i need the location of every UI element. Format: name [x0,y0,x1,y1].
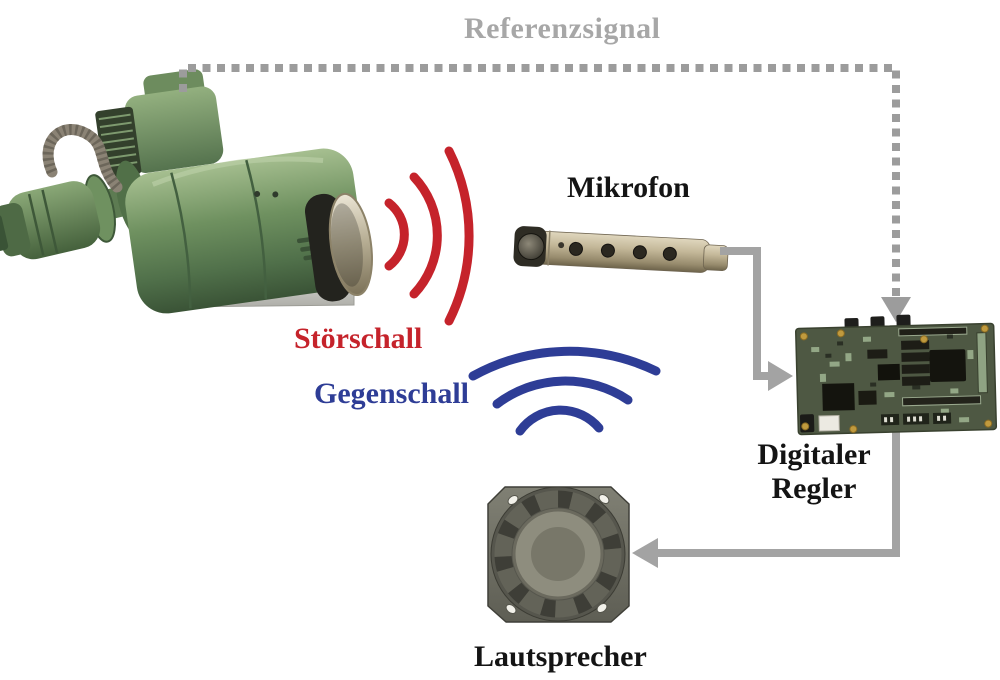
anti-noise-wave-icon [468,346,661,436]
reference-signal-path [179,64,911,322]
arrow-right-icon [768,361,793,391]
label-microphone: Mikrofon [567,171,690,204]
machine-endcap [304,192,373,302]
speaker-surround [494,490,622,618]
label-reference-signal: Referenzsignal [464,12,661,45]
circuit-board-image [794,314,998,436]
label-anti-noise: Gegenschall [314,377,469,410]
speaker-image [487,486,630,623]
machine-image [0,69,373,314]
arrow-down-icon [881,297,911,322]
label-digital-controller: Digitaler Regler [738,438,890,506]
disturbance-wave-icon [384,146,474,326]
machine-hose [42,124,123,193]
microphone-to-controller-line [720,247,793,391]
label-disturbance-noise: Störschall [294,322,423,355]
label-loudspeaker: Lautsprecher [474,640,647,673]
microphone-grille [517,233,545,261]
microphone-knobs [568,241,677,261]
controller-to-speaker-line [632,431,900,568]
machine-top-housing [95,69,224,179]
speaker-dome [531,527,585,581]
speaker-screw-holes [505,493,610,615]
arrow-left-icon [632,538,658,568]
microphone-image [513,226,729,273]
label-digital-controller-line1: Digitaler [757,438,871,471]
label-digital-controller-line2: Regler [771,472,857,505]
